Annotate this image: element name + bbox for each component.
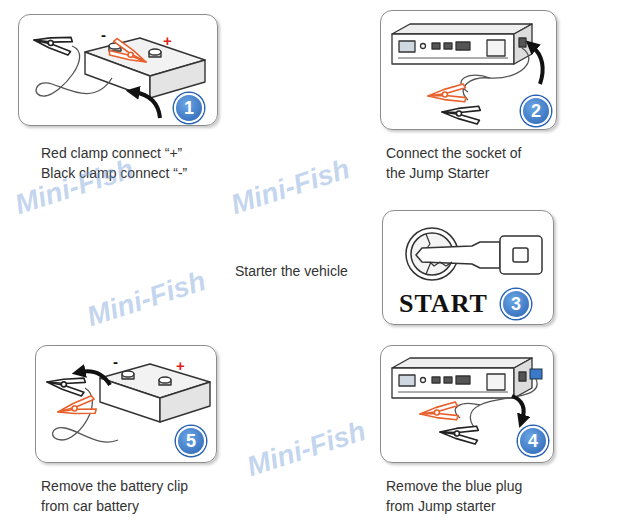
watermark: Mini-Fish (243, 415, 370, 483)
step-caption: Red clamp connect “+” (41, 143, 182, 163)
blue-plug (530, 369, 542, 379)
step-caption: Remove the battery clip from car battery (41, 476, 193, 516)
black-clamp (439, 423, 478, 444)
step-panel: Remove the battery clip from car battery… (35, 345, 217, 463)
step-number: 5 (186, 431, 196, 451)
clamp-wire (53, 388, 118, 442)
step-arrow (80, 371, 110, 385)
car-battery (85, 38, 205, 98)
step-panel: Red clamp connect “+”Black clamp connect… (18, 14, 218, 126)
red-clamp (419, 402, 458, 423)
black-clamp (46, 373, 86, 396)
step-number-badge: 2 (521, 96, 551, 126)
watermark: Mini-Fish (11, 153, 138, 221)
red-clamp (108, 38, 150, 70)
step-arrow (532, 46, 543, 84)
clamp-wire (461, 75, 490, 92)
clamp-wire (463, 48, 529, 100)
step-number-badge: 1 (174, 93, 204, 123)
step-number: 3 (511, 294, 521, 314)
watermark: Mini-Fish (83, 265, 210, 333)
clamp-wire (36, 46, 112, 96)
step-arrow (134, 92, 160, 118)
terminal-sign: + (163, 33, 172, 49)
jump-starter (392, 358, 532, 398)
step-panel: Starter the vehicleSTART3 (382, 210, 554, 325)
step-caption: Black clamp connect “-” (41, 163, 187, 183)
step-number: 1 (184, 98, 194, 118)
step-panel: Remove the blue plug from Jump starter4 (380, 345, 554, 463)
black-clamp (32, 31, 73, 55)
step-caption: Remove the blue plug from Jump starter (386, 476, 538, 516)
step-number-badge: 5 (176, 426, 206, 456)
step-caption: Starter the vehicle (235, 261, 348, 281)
step-arrow (512, 396, 524, 420)
car-battery (100, 364, 210, 422)
black-clamp (441, 103, 480, 124)
red-clamp (56, 395, 97, 421)
step-number: 2 (531, 101, 541, 121)
terminal-sign: + (176, 358, 185, 374)
watermark: Mini-Fish (227, 153, 354, 221)
start-label: START (399, 289, 488, 319)
terminal-sign: - (101, 27, 106, 43)
clamp-wire (470, 379, 537, 430)
step-number-badge: 4 (518, 426, 548, 456)
step-number: 4 (528, 431, 538, 451)
ignition-key (406, 228, 542, 280)
red-clamp (427, 84, 466, 105)
step-panel: Connect the socket of the Jump Starter2 (380, 10, 557, 130)
step-number-badge: 3 (501, 289, 531, 319)
step-caption: Connect the socket of the Jump Starter (386, 143, 538, 183)
jump-starter (392, 24, 532, 64)
terminal-sign: - (113, 354, 118, 370)
